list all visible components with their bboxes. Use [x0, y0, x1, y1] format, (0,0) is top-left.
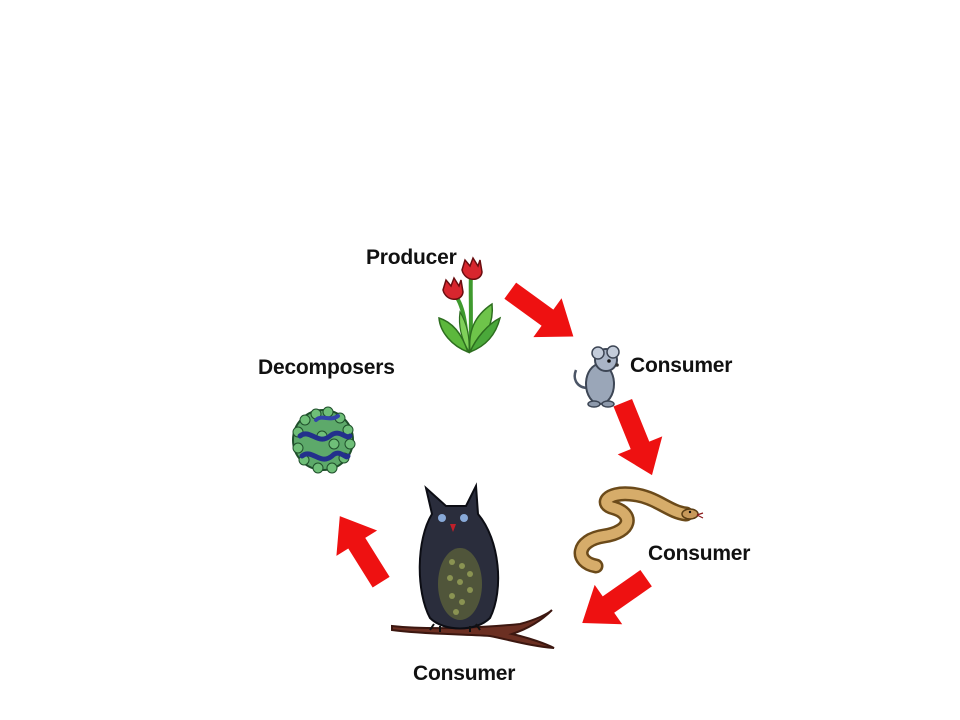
label-producer: Producer: [366, 246, 457, 269]
arrow-mouse-to-snake: [600, 393, 675, 485]
tulip-icon: [438, 256, 502, 355]
snake-icon: [573, 486, 704, 574]
mouse-icon: [573, 345, 620, 408]
label-consumer-snake: Consumer: [648, 542, 751, 565]
label-consumer-mouse: Consumer: [630, 354, 733, 377]
owl-icon: [391, 482, 555, 649]
arrow-snake-to-owl: [568, 558, 660, 643]
label-consumer-owl: Consumer: [413, 662, 516, 685]
arrow-producer-to-mouse: [496, 271, 588, 356]
arrow-owl-to-decomposers: [319, 503, 402, 595]
label-decomposers: Decomposers: [258, 356, 395, 379]
microbe-cluster-icon: [292, 406, 356, 474]
